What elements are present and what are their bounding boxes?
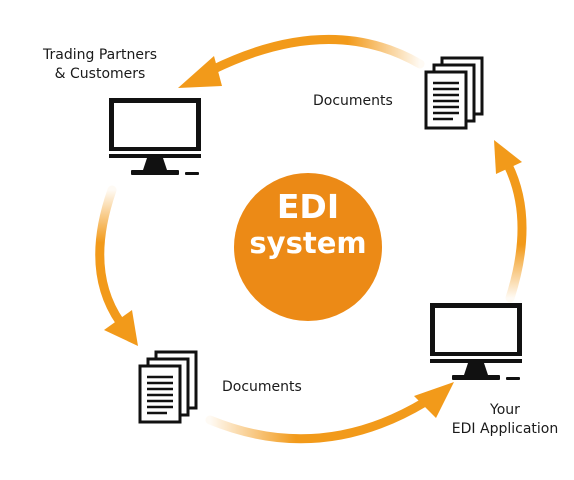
document-stack-icon — [424, 56, 484, 130]
edi-system-title: EDI system — [238, 187, 378, 261]
trading-partners-label-line1: Trading Partners — [43, 47, 157, 63]
edi-system-title-line1: EDI — [276, 187, 340, 226]
documents-label-top: Documents — [313, 93, 393, 109]
desktop-monitor-icon — [430, 303, 522, 380]
edi-system-hub — [234, 173, 382, 321]
document-stack-icon — [138, 350, 198, 424]
trading-partners-label: Trading Partners & Customers — [20, 46, 180, 84]
documents-label-bottom: Documents — [222, 379, 302, 395]
desktop-monitor-icon — [109, 98, 201, 175]
edi-application-label: Your EDI Application — [440, 401, 570, 439]
edi-system-title-line2: system — [249, 226, 367, 260]
trading-partners-label-line2: & Customers — [54, 66, 146, 82]
arrow-partners-to-docs — [95, 185, 138, 346]
edi-application-label-line1: Your — [490, 402, 520, 418]
arrow-docs-to-app — [205, 382, 454, 444]
edi-application-label-line2: EDI Application — [451, 421, 559, 437]
arrow-docs-to-partners — [178, 35, 425, 88]
arrow-app-to-docs — [494, 140, 527, 303]
